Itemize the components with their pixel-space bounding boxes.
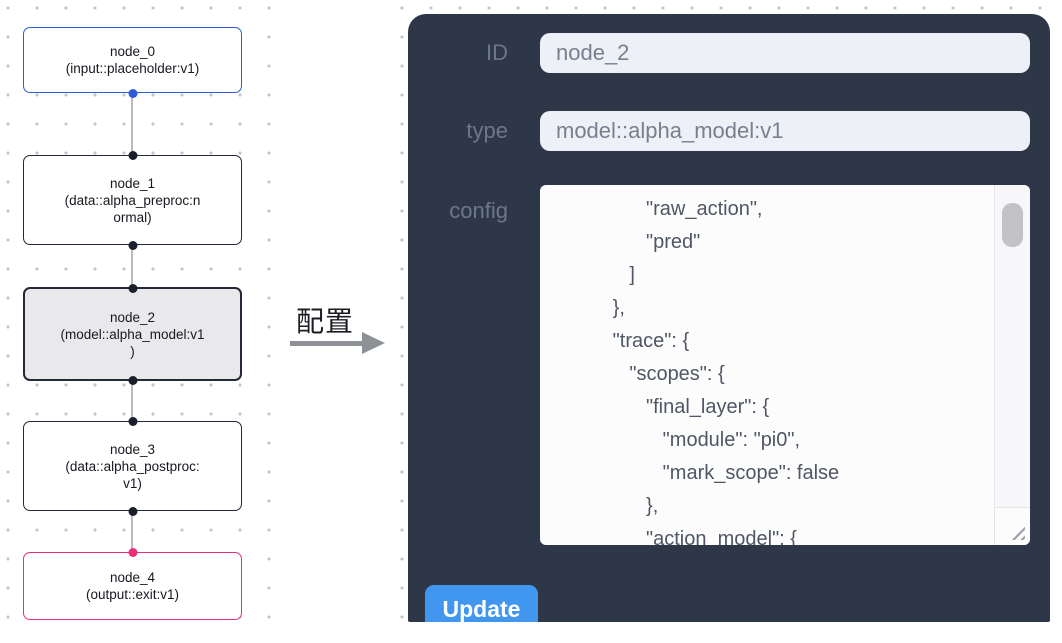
edge-connector — [131, 93, 133, 155]
type-input[interactable] — [540, 111, 1030, 151]
config-json-text: "raw_action", "pred" ] }, "trace": { "sc… — [612, 198, 840, 545]
input-port[interactable] — [128, 547, 137, 557]
config-field-label: config — [449, 198, 508, 223]
node-title: node_0 — [109, 44, 156, 59]
id-field-label: ID — [486, 40, 508, 65]
input-port[interactable] — [128, 150, 137, 160]
node-subtitle: (data::alpha_preproc:n ormal) — [64, 192, 201, 225]
node-alpha-model-selected[interactable]: node_2 (model::alpha_model:v1 ) — [23, 283, 242, 385]
type-field-label: type — [466, 118, 508, 143]
output-port[interactable] — [128, 240, 137, 250]
node-title: node_3 — [109, 441, 156, 457]
node-subtitle: (model::alpha_model:v1 ) — [60, 326, 205, 359]
right-arrow-head-icon — [362, 332, 385, 354]
node-subtitle: (output::exit:v1) — [85, 587, 180, 602]
node-subtitle: (input::placeholder:v1) — [65, 61, 200, 76]
node-alpha-preproc[interactable]: node_1 (data::alpha_preproc:n ormal) — [23, 150, 242, 250]
node-config-panel: ID type config "raw_action", "pred" ] },… — [408, 14, 1050, 622]
resize-grip-icon[interactable] — [1010, 525, 1025, 540]
right-arrow-icon — [290, 341, 364, 346]
update-button[interactable]: Update — [425, 585, 538, 622]
config-scrollbar[interactable] — [994, 185, 1030, 507]
node-input-placeholder[interactable]: node_0 (input::placeholder:v1) — [23, 27, 242, 98]
node-title: node_1 — [109, 175, 156, 191]
node-subtitle: (data::alpha_postproc: v1) — [65, 458, 200, 491]
node-output-exit[interactable]: node_4 (output::exit:v1) — [23, 547, 242, 620]
output-port[interactable] — [128, 88, 137, 98]
graph-canvas[interactable]: node_0 (input::placeholder:v1) node_1 (d… — [0, 0, 278, 643]
input-port[interactable] — [128, 283, 137, 293]
config-textarea[interactable]: "raw_action", "pred" ] }, "trace": { "sc… — [540, 185, 1030, 545]
id-input[interactable] — [540, 33, 1030, 73]
config-scrollbar-thumb[interactable] — [1002, 203, 1023, 247]
edge-connector — [131, 511, 133, 552]
output-port[interactable] — [128, 375, 137, 385]
node-title: node_2 — [109, 309, 156, 325]
node-title: node_4 — [109, 570, 156, 585]
textarea-resize-corner — [994, 507, 1030, 545]
output-port[interactable] — [128, 506, 137, 516]
input-port[interactable] — [128, 416, 137, 426]
edge-connector — [131, 381, 133, 421]
configure-label: 配置 — [296, 306, 355, 337]
edge-connector — [131, 245, 133, 287]
node-alpha-postproc[interactable]: node_3 (data::alpha_postproc: v1) — [23, 416, 242, 516]
